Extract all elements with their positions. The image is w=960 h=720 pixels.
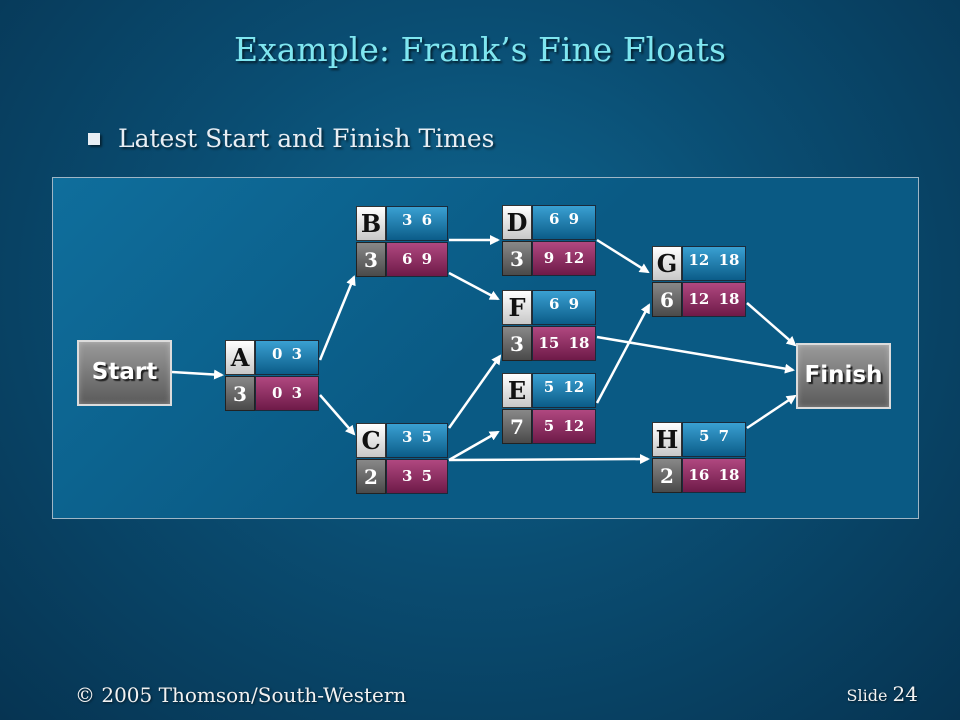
node-letter: B [356, 206, 386, 241]
node-duration: 7 [502, 409, 532, 444]
edge-c-f [447, 354, 502, 429]
edge-c-e [448, 430, 500, 462]
node-earliest-times: 12 18 [682, 246, 746, 281]
edge-c-h [448, 454, 650, 465]
node-earliest-times: 3 6 [386, 206, 448, 241]
node-letter: A [225, 340, 255, 375]
bullet-square-icon [88, 132, 100, 145]
slide-label: Slide [846, 686, 888, 705]
node-earliest-times: 0 3 [255, 340, 319, 375]
node-latest-times: 15 18 [532, 326, 596, 361]
edge-start-a [171, 369, 224, 380]
node-earliest-times: 5 12 [532, 373, 596, 408]
footer-copyright: © 2005 Thomson/South-Western [75, 683, 407, 707]
node-duration: 3 [225, 376, 255, 411]
node-duration: 2 [652, 458, 682, 493]
node-duration: 3 [502, 326, 532, 361]
node-earliest-times: 5 7 [682, 422, 746, 457]
edge-e-g [595, 303, 651, 404]
node-latest-times: 3 5 [386, 459, 448, 494]
node-duration: 3 [502, 241, 532, 276]
bullet-item: Latest Start and Finish Times [88, 124, 494, 153]
edge-f-finish [596, 335, 795, 374]
edge-a-c [319, 394, 356, 436]
edge-b-f [448, 271, 500, 301]
slide-title: Example: Frank’s Fine Floats [234, 30, 726, 69]
node-earliest-times: 6 9 [532, 290, 596, 325]
edge-h-finish [746, 394, 797, 430]
edge-g-finish [746, 302, 797, 347]
node-latest-times: 6 9 [386, 242, 448, 277]
node-duration: 3 [356, 242, 386, 277]
node-earliest-times: 3 5 [386, 423, 448, 458]
node-earliest-times: 6 9 [532, 205, 596, 240]
node-duration: 2 [356, 459, 386, 494]
node-letter: D [502, 205, 532, 240]
slide-number: 24 [892, 682, 918, 706]
node-latest-times: 9 12 [532, 241, 596, 276]
start-node: Start [77, 340, 172, 406]
node-letter: H [652, 422, 682, 457]
node-latest-times: 16 18 [682, 458, 746, 493]
node-letter: G [652, 246, 682, 281]
node-letter: F [502, 290, 532, 325]
node-letter: E [502, 373, 532, 408]
edge-d-g [596, 238, 650, 274]
edge-a-b [318, 275, 356, 361]
finish-node: Finish [796, 343, 891, 409]
node-letter: C [356, 423, 386, 458]
node-latest-times: 0 3 [255, 376, 319, 411]
bullet-text: Latest Start and Finish Times [118, 124, 495, 153]
node-duration: 6 [652, 282, 682, 317]
node-latest-times: 12 18 [682, 282, 746, 317]
node-latest-times: 5 12 [532, 409, 596, 444]
footer-slide-number: Slide 24 [847, 682, 918, 706]
network-diagram-panel [52, 177, 919, 519]
